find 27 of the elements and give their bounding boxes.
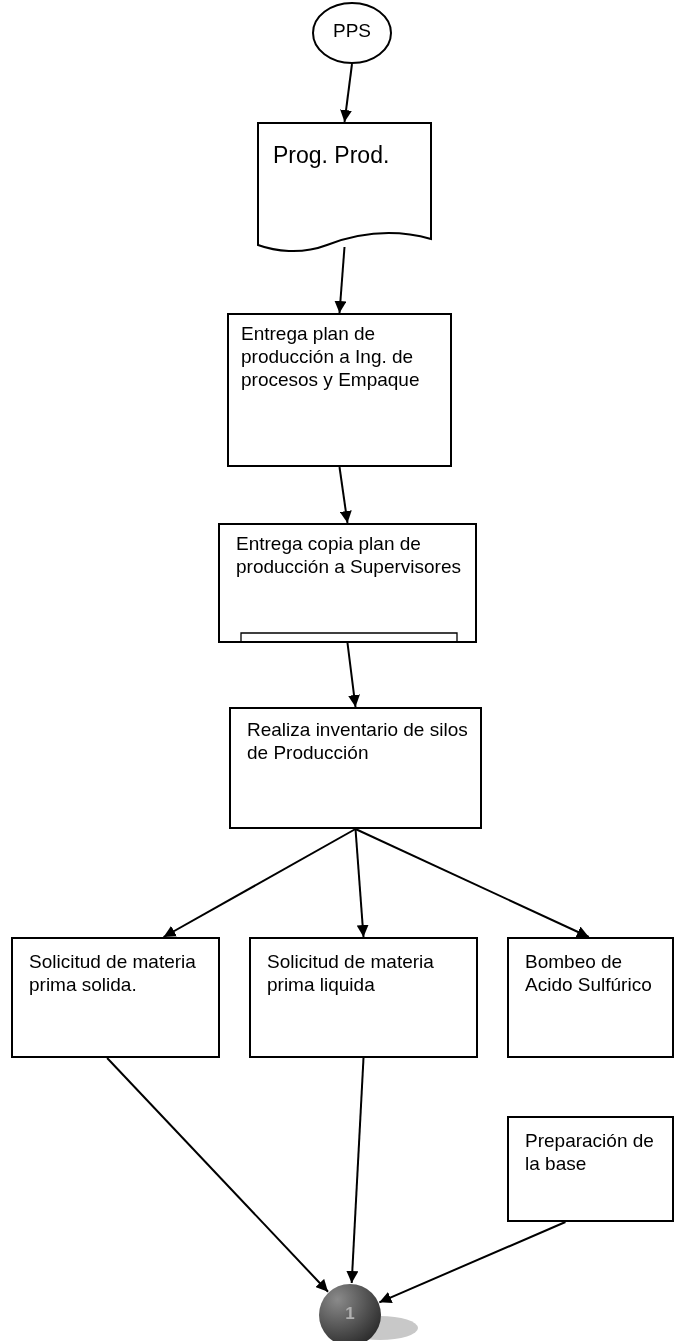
process-box <box>249 937 478 1058</box>
node-label: Prog. Prod. <box>273 142 391 170</box>
arrow <box>346 1057 365 1285</box>
node-label: Entrega plan de producción a Ing. de procesos y Empaque <box>241 323 421 392</box>
node-label: Solicitud de materia prima liquida <box>267 951 435 997</box>
node-label: PPS <box>332 20 372 43</box>
arrow <box>346 642 360 708</box>
process-box <box>229 707 482 829</box>
process-box <box>11 937 220 1058</box>
connector-number: 1 <box>344 1304 356 1325</box>
arrow <box>354 828 590 938</box>
node-label: Bombeo de Acido Sulfúrico <box>525 951 653 997</box>
node-label: Solicitud de materia prima solida. <box>29 951 197 997</box>
process-box <box>507 1116 674 1222</box>
arrow <box>334 246 347 314</box>
arrow <box>162 828 357 938</box>
arrow <box>378 1221 567 1304</box>
arrow <box>338 466 352 524</box>
process-box <box>218 523 477 643</box>
arrow <box>354 828 369 938</box>
process-box <box>507 937 674 1058</box>
arrow <box>340 63 353 123</box>
node-label: Preparación de la base <box>525 1130 655 1176</box>
process-box <box>227 313 452 467</box>
node-label: Entrega copia plan de producción a Supervisores <box>236 533 462 579</box>
arrow <box>106 1057 329 1293</box>
node-label: Realiza inventario de silos de Producción <box>247 719 469 765</box>
